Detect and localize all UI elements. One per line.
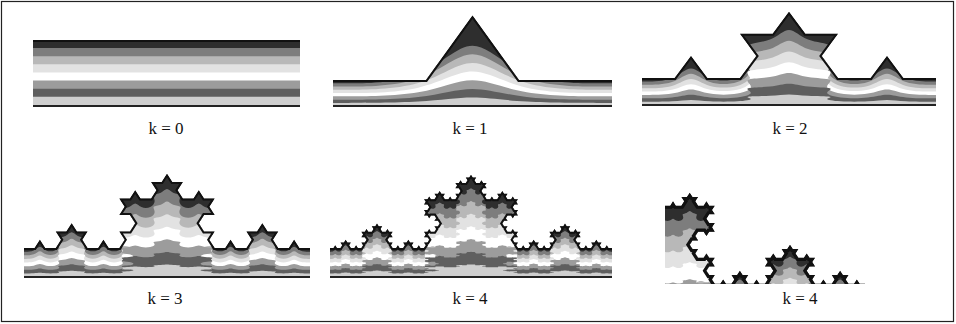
rock-layer bbox=[328, 252, 614, 280]
rock-layer bbox=[22, 189, 312, 280]
rock-layer bbox=[22, 265, 312, 280]
rock-layer bbox=[22, 277, 312, 280]
surface-line bbox=[33, 38, 300, 42]
rock-layer bbox=[331, 98, 614, 109]
strata-panel bbox=[328, 175, 614, 280]
surface-line bbox=[665, 172, 865, 284]
rock-layer bbox=[640, 62, 938, 108]
rock-layer bbox=[640, 84, 938, 108]
base-line bbox=[333, 105, 612, 107]
rock-layer bbox=[328, 264, 614, 280]
rock-layer bbox=[328, 201, 614, 280]
rock-layer bbox=[22, 239, 312, 280]
surface-line bbox=[24, 174, 310, 248]
rock-layer bbox=[22, 214, 312, 280]
surface-line bbox=[642, 12, 936, 78]
rock-layer bbox=[31, 97, 302, 109]
rock-layer bbox=[31, 89, 302, 109]
panel-label: k = 4 bbox=[782, 290, 817, 307]
panel-label: k = 1 bbox=[452, 120, 487, 137]
rock-layer bbox=[640, 73, 938, 108]
rock-layer bbox=[31, 56, 302, 109]
base-line bbox=[24, 276, 310, 278]
rock-layer bbox=[328, 277, 614, 280]
rock-layer bbox=[31, 40, 302, 109]
rock-layer bbox=[31, 105, 302, 109]
panel-label: k = 4 bbox=[452, 290, 487, 307]
rock-layer bbox=[22, 227, 312, 280]
rock-layer bbox=[640, 41, 938, 108]
rock-layer bbox=[328, 175, 614, 280]
rock-layer bbox=[640, 12, 938, 108]
rock-layer bbox=[640, 105, 938, 108]
rock-layer bbox=[328, 188, 614, 280]
rock-layer bbox=[331, 80, 614, 109]
surface-line bbox=[330, 175, 612, 248]
strata-panel bbox=[665, 172, 868, 284]
rock-layer bbox=[22, 202, 312, 280]
rock-layer bbox=[328, 226, 614, 280]
base-line bbox=[330, 276, 612, 278]
rock-layer bbox=[640, 30, 938, 108]
base-line bbox=[642, 104, 936, 106]
rock-layer bbox=[665, 172, 868, 284]
panel-label: k = 3 bbox=[147, 290, 182, 307]
rock-layer bbox=[331, 106, 614, 109]
rock-layer bbox=[331, 89, 614, 109]
strata-panel bbox=[22, 174, 312, 280]
surface-line bbox=[333, 16, 612, 80]
strata-panel bbox=[640, 12, 938, 108]
rock-layer bbox=[640, 94, 938, 108]
rock-layer bbox=[331, 63, 614, 109]
panel-label: k = 2 bbox=[772, 120, 807, 137]
panel-label: k = 0 bbox=[148, 120, 183, 137]
rock-layer bbox=[22, 174, 312, 280]
rock-layer bbox=[665, 209, 868, 284]
rock-layer bbox=[31, 72, 302, 109]
rock-layer bbox=[328, 214, 614, 280]
rock-layer bbox=[640, 51, 938, 108]
rock-layer bbox=[31, 48, 302, 109]
strata-panel bbox=[331, 16, 614, 109]
rock-layer bbox=[328, 239, 614, 280]
strata-panel bbox=[31, 40, 302, 109]
rock-layer bbox=[31, 64, 302, 109]
rock-layer bbox=[22, 252, 312, 280]
rock-layer bbox=[31, 81, 302, 109]
rock-layer bbox=[331, 72, 614, 109]
rock-layer bbox=[331, 16, 614, 109]
rock-layer bbox=[331, 46, 614, 109]
base-line bbox=[33, 105, 300, 107]
